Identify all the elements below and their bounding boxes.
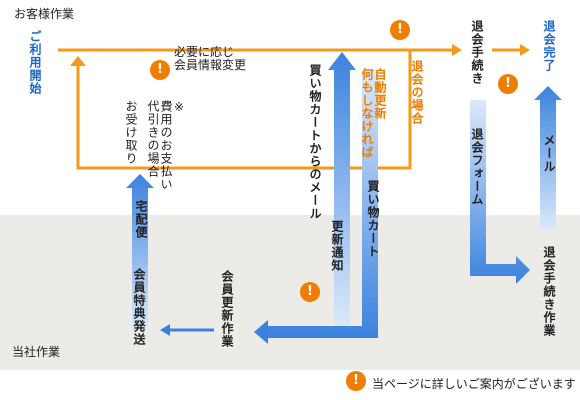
node-withdraw-done: 退会完了 bbox=[542, 20, 556, 72]
orange-arrowhead-done bbox=[520, 44, 530, 56]
node-renew-work: 会員更新作業 bbox=[220, 270, 234, 348]
warning-icon[interactable]: ! bbox=[498, 74, 518, 94]
node-start: ご利用開始 bbox=[28, 30, 42, 95]
delivery-line bbox=[126, 174, 154, 330]
legend-text: 当ページに詳しいご案内がございます bbox=[372, 377, 576, 391]
node-change-info: 必要に応じ 会員情報変更 bbox=[174, 45, 247, 72]
orange-loop-line bbox=[58, 48, 520, 170]
warning-icon[interactable]: ! bbox=[150, 60, 170, 80]
node-withdraw-form: 退会フォーム bbox=[470, 128, 484, 206]
orange-arrowhead-loop bbox=[70, 56, 86, 66]
node-withdraw-case: 退会の場合 bbox=[410, 60, 424, 125]
warning-icon: ! bbox=[346, 371, 366, 391]
warning-icon[interactable]: ! bbox=[300, 282, 320, 302]
node-receive: お受け取り bbox=[124, 100, 138, 165]
node-cart: 買い物カート bbox=[366, 180, 380, 258]
node-fee-note: ※ 費用のお支払い 代引きの場合 bbox=[146, 100, 186, 191]
cart-mail-arrow bbox=[328, 52, 356, 326]
node-benefit-ship: 会員特典発送 bbox=[132, 268, 146, 346]
node-auto-renew: 自動更新 何もしなければ bbox=[360, 68, 387, 159]
benefit-arrowhead bbox=[160, 324, 170, 336]
renew-arrow bbox=[268, 70, 378, 338]
node-renew-notice: 更新通知 bbox=[330, 220, 344, 272]
warning-icon[interactable]: ! bbox=[390, 20, 410, 40]
node-mail: メール bbox=[542, 134, 556, 173]
node-cart-mail: 買い物カートからのメール bbox=[308, 64, 322, 220]
node-withdraw-work: 退会手続き作業 bbox=[542, 246, 556, 337]
mail-arrow bbox=[534, 86, 562, 230]
section-label-company: 当社作業 bbox=[12, 345, 61, 359]
orange-arrowhead-withdraw bbox=[452, 44, 462, 56]
withdraw-form-arrow bbox=[470, 100, 530, 284]
section-label-customer: お客様作業 bbox=[14, 7, 75, 21]
renew-arrowhead bbox=[254, 320, 268, 344]
node-withdraw-proc: 退会手続き bbox=[470, 20, 484, 85]
node-delivery-home: 宅配便 bbox=[134, 200, 148, 239]
